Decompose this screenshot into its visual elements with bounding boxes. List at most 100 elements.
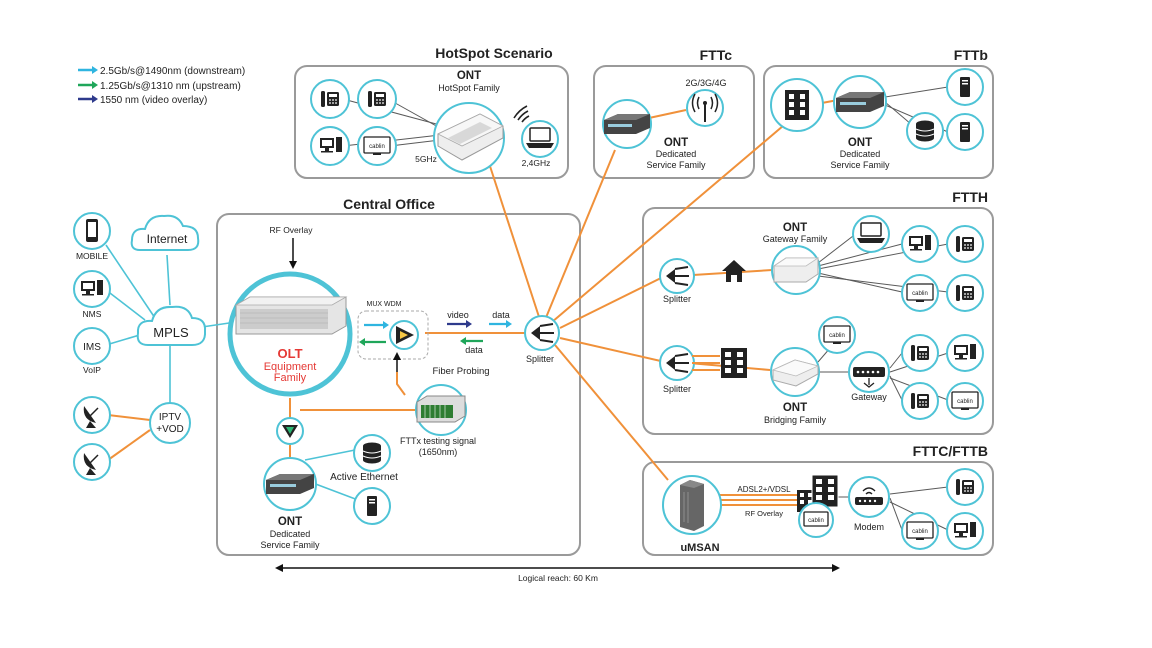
ont-box-icon <box>604 114 650 134</box>
legend-label-downstream: 2.5Gb/s@1490nm (downstream) <box>100 66 245 77</box>
desktop-pc-icon <box>909 235 931 251</box>
legend: 2.5Gb/s@1490nm (downstream) 1.25Gb/s@131… <box>78 66 245 106</box>
tv-icon: cablin <box>951 391 979 410</box>
phone-icon <box>956 285 974 301</box>
test-equipment-icon <box>416 395 466 423</box>
iptv-label-2: +VOD <box>156 424 184 435</box>
co-family-2: Service Family <box>260 540 320 550</box>
ftth-splitter-1[interactable] <box>659 258 695 294</box>
fttb-ont[interactable] <box>833 75 887 129</box>
database-icon <box>362 442 382 464</box>
ftth-gateway[interactable] <box>848 351 890 393</box>
hotspot-pc <box>310 126 350 166</box>
fttc-family-1: Dedicated <box>656 149 697 159</box>
voip-label: VoIP <box>83 365 101 375</box>
laptop-icon <box>857 222 885 243</box>
nms-node <box>73 270 111 308</box>
logical-reach-label: Logical reach: 60 Km <box>518 573 598 583</box>
smartphone-icon <box>86 219 98 242</box>
fttc-tv-2: cablin <box>901 512 939 550</box>
fttc-ont[interactable] <box>602 99 652 149</box>
fttc-phone <box>946 468 984 506</box>
house-icon <box>722 260 746 282</box>
ftth-bridging-ont[interactable] <box>770 347 820 397</box>
gateway-router-icon <box>772 257 820 283</box>
olt-node[interactable]: OLT Equipment Family <box>227 271 353 397</box>
co-ont[interactable] <box>263 457 317 511</box>
wdm-prism-icon <box>396 326 414 344</box>
ftth-splitter-2-label: Splitter <box>663 384 691 394</box>
mobile-label: MOBILE <box>76 251 108 261</box>
ftth-ont-br-label: ONT <box>783 402 807 414</box>
satellite-dish-icon <box>83 453 99 475</box>
olt-chassis-icon <box>234 296 348 335</box>
fttb-title: FTTb <box>954 47 988 63</box>
iptv-vod-node: IPTV +VOD <box>149 402 191 444</box>
fttx-tester[interactable] <box>415 384 467 436</box>
server-tower-icon <box>367 496 377 516</box>
splitter-icon <box>666 353 689 373</box>
legend-label-video: 1550 nm (video overlay) <box>100 95 207 106</box>
ftth-splitter-2[interactable] <box>659 345 695 381</box>
main-splitter-label: Splitter <box>526 354 554 364</box>
data-down-label: data <box>492 310 510 320</box>
co-family-1: Dedicated <box>270 529 311 539</box>
ftth-phone-3 <box>901 334 939 372</box>
fttc-pc <box>946 512 984 550</box>
tv-brand-label: cablin <box>912 291 928 297</box>
upstream-data-arrow: data <box>460 337 483 355</box>
umsan-label: uMSAN <box>680 542 719 554</box>
satellite-node-1 <box>73 396 111 434</box>
mux-wdm-label: MUX WDM <box>367 301 402 308</box>
ftth-mdu-fibers <box>692 355 720 371</box>
ethernet-switch-icon <box>853 367 885 388</box>
cloud-icon <box>130 214 200 251</box>
desktop-pc-icon <box>320 137 342 153</box>
database-icon <box>915 120 935 142</box>
internet-cloud: Internet <box>130 214 200 251</box>
legend-item-downstream: 2.5Gb/s@1490nm (downstream) <box>78 66 245 77</box>
ims-node: IMS <box>73 327 111 365</box>
hotspot-tv: cablin <box>357 126 397 166</box>
wifi-router-icon <box>437 113 504 161</box>
ftth-gateway-ont[interactable] <box>771 245 821 295</box>
satellite-node-2 <box>73 443 111 481</box>
modem-label: Modem <box>854 522 884 532</box>
fiber-probe-link <box>396 372 406 396</box>
tv-icon: cablin <box>906 521 934 540</box>
splitter-icon <box>531 323 554 343</box>
modem-node[interactable] <box>848 476 890 518</box>
data-up-label: data <box>465 345 483 355</box>
co-storage <box>353 434 391 472</box>
ftth-pc-1 <box>901 225 939 263</box>
internet-label: Internet <box>147 232 188 246</box>
hotspot-ont-gateway[interactable] <box>433 102 505 174</box>
main-splitter[interactable] <box>524 315 560 351</box>
olt-label-3: Family <box>274 372 307 384</box>
mpls-label: MPLS <box>153 325 189 340</box>
hotspot-phone-2 <box>357 79 397 119</box>
fttc-ont-label: ONT <box>664 137 688 149</box>
ims-label: IMS <box>83 342 101 353</box>
fttb-storage <box>906 112 944 150</box>
wdm-filter-node <box>389 320 419 350</box>
desktop-pc-icon <box>954 522 976 538</box>
umsan-node[interactable] <box>662 475 722 535</box>
fttb-server-2 <box>946 113 984 151</box>
fttc-antenna <box>686 89 724 127</box>
hotspot-24ghz-label: 2,4GHz <box>522 158 551 168</box>
olt-label-2: Equipment <box>264 361 317 373</box>
ftth-gateway-label: Gateway <box>851 392 887 402</box>
fttc-tv: cablin <box>798 502 834 538</box>
mpls-cloud: MPLS <box>136 305 207 346</box>
cell-tower-icon <box>691 93 719 122</box>
rf-overlay-label: RF Overlay <box>270 225 314 235</box>
tv-brand-label: cablin <box>808 518 824 524</box>
hotspot-phone-1 <box>310 79 350 119</box>
testing-signal-label-1: FTTx testing signal <box>400 436 476 446</box>
testing-signal-label-2: (1650nm) <box>419 447 458 457</box>
desktop-pc-icon <box>81 280 103 296</box>
server-tower-icon <box>960 122 970 142</box>
ftth-laptop <box>852 215 890 253</box>
